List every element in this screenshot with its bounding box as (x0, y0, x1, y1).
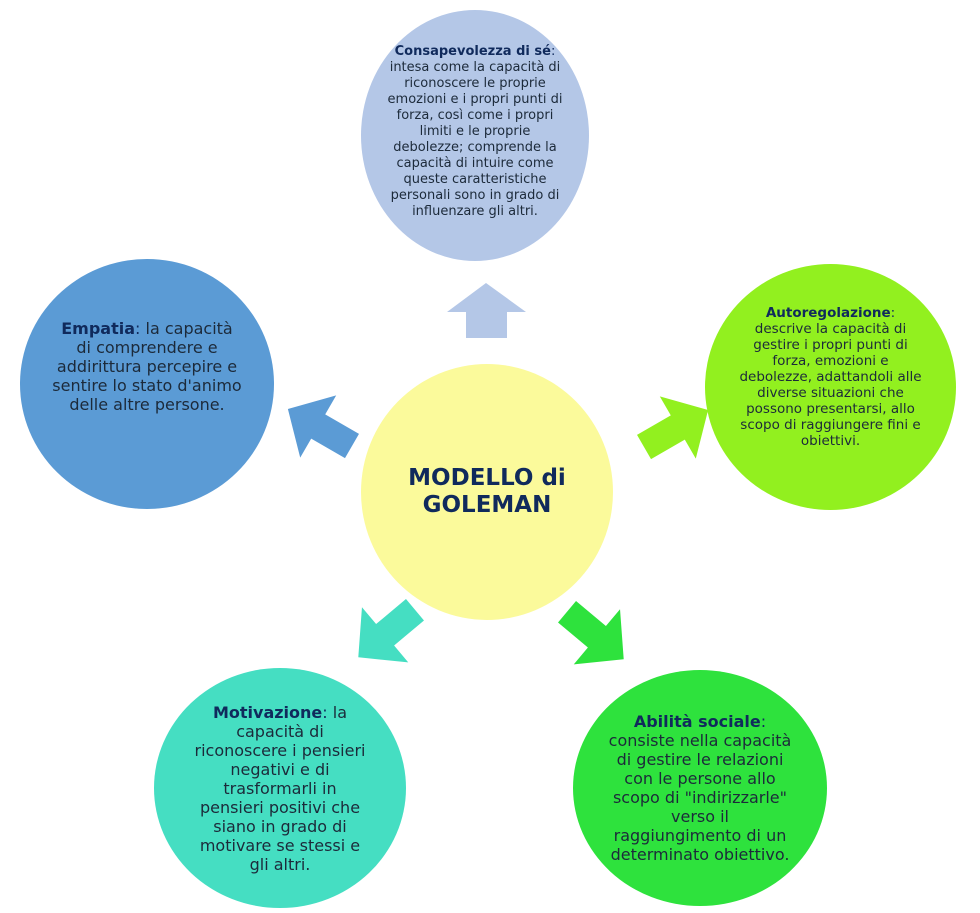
node-motivation-sep: : (322, 702, 328, 722)
node-social-skill-term: Abilità sociale (633, 712, 761, 731)
node-motivation-term: Motivazione (212, 702, 323, 722)
node-self-awareness-term: Consapevolezza di sé (394, 43, 551, 59)
node-self-regulation-term: Autoregolazione (765, 305, 891, 321)
node-social-skill-text: Abilità sociale: consiste nella capacità… (608, 712, 793, 864)
node-social-skill-sep: : (760, 712, 767, 731)
center-title: MODELLO di GOLEMAN (408, 465, 566, 518)
arrow-up-left-icon (287, 395, 359, 459)
node-self-regulation: Autoregolazione: descrive la capacità di… (705, 264, 956, 510)
node-empathy: Empatia: la capacità di comprendere e ad… (20, 259, 274, 509)
node-motivation-desc: la capacità di riconoscere i pensieri ne… (194, 702, 366, 874)
arrow-up-right-icon (637, 396, 709, 460)
node-self-regulation-sep: : (890, 305, 896, 321)
node-empathy-text: Empatia: la capacità di comprendere e ad… (52, 319, 242, 414)
node-self-awareness-desc: intesa come la capacità di riconoscere l… (387, 59, 563, 219)
node-motivation-text: Motivazione: la capacità di riconoscere … (190, 703, 370, 874)
node-self-awareness-text: Consapevolezza di sé: intesa come la cap… (385, 44, 565, 220)
arrow-down-left-icon (358, 598, 424, 663)
node-empathy-sep: : (135, 318, 141, 338)
node-social-skill-desc: consiste nella capacità di gestire le re… (608, 731, 792, 864)
arrow-down-right-icon (558, 600, 624, 665)
node-motivation: Motivazione: la capacità di riconoscere … (154, 668, 406, 908)
node-social-skill: Abilità sociale: consiste nella capacità… (573, 670, 827, 906)
node-empathy-term: Empatia (61, 318, 136, 338)
node-empathy-desc: la capacità di comprendere e addirittura… (52, 318, 242, 414)
node-self-regulation-desc: descrive la capacità di gestire i propri… (739, 321, 922, 449)
arrow-up-icon (447, 283, 526, 338)
node-self-awareness-sep: : (550, 43, 556, 59)
node-center: MODELLO di GOLEMAN (361, 364, 613, 620)
node-self-regulation-text: Autoregolazione: descrive la capacità di… (736, 305, 926, 449)
node-self-awareness: Consapevolezza di sé: intesa come la cap… (361, 10, 589, 261)
